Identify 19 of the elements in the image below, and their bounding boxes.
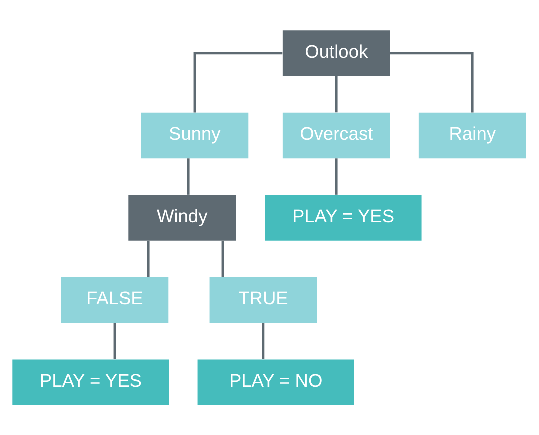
node-box: PLAY = NO (198, 359, 354, 405)
node-box: FALSE (61, 276, 169, 323)
node-box: TRUE (210, 276, 318, 323)
connector (262, 322, 265, 359)
connector (194, 52, 283, 112)
connector (336, 76, 338, 112)
connector (114, 322, 116, 359)
node-box: Windy (128, 194, 236, 240)
node-box: PLAY = YES (265, 194, 422, 240)
node-box: Outlook (282, 30, 390, 76)
connector (390, 52, 474, 112)
node-box: Overcast (282, 112, 390, 158)
connector (148, 240, 150, 277)
node-box: Rainy (418, 112, 526, 158)
node-box: PLAY = YES (12, 359, 170, 405)
connector (336, 158, 338, 194)
node-box: Sunny (141, 112, 249, 158)
connector (188, 158, 190, 194)
connector (222, 240, 224, 277)
